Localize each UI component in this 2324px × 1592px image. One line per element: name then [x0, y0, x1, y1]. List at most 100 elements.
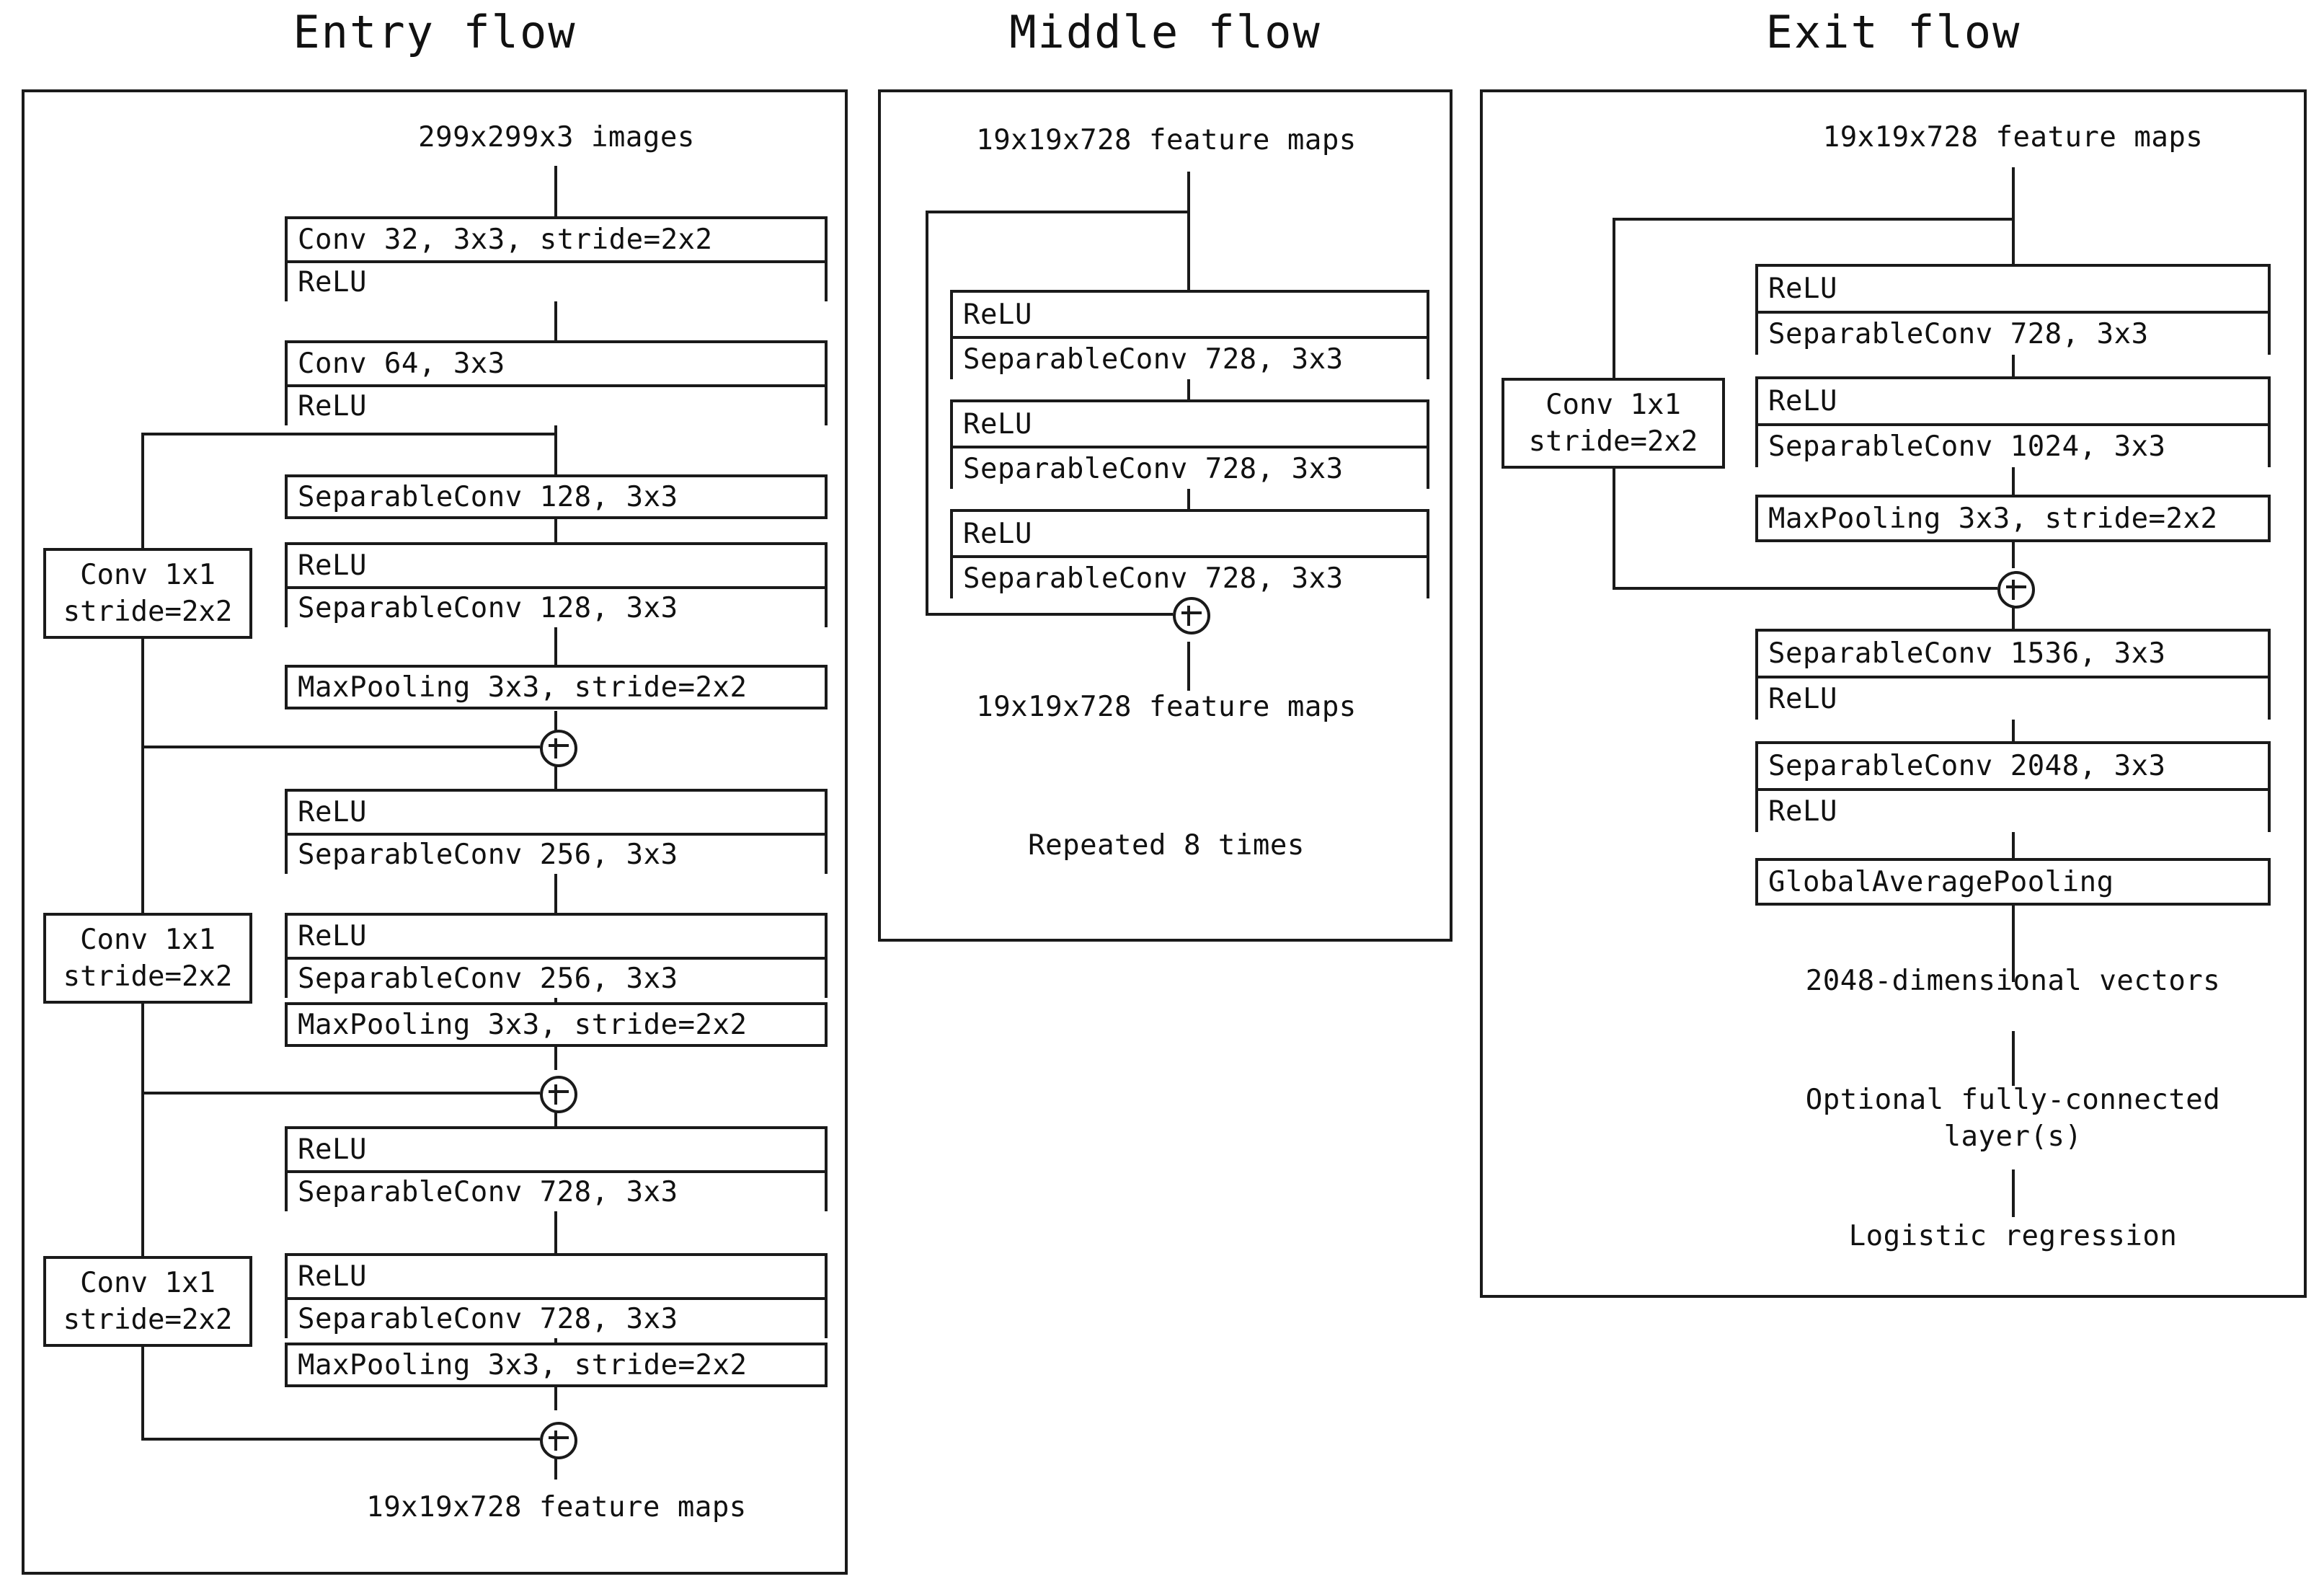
entry-connector — [554, 1099, 557, 1128]
layer-cell: ReLU — [288, 1256, 825, 1297]
entry-connector — [554, 763, 557, 792]
layer-block[interactable]: SeparableConv 2048, 3x3 ReLU — [1755, 741, 2271, 832]
entry-flow-output-caption: 19x19x728 feature maps — [366, 1491, 747, 1524]
layer-block[interactable]: MaxPooling 3x3, stride=2x2 — [285, 1002, 828, 1047]
entry-shortcut-rail-1 — [141, 433, 144, 551]
layer-block[interactable]: ReLU SeparableConv 728, 3x3 — [1755, 264, 2271, 355]
layer-cell: ReLU — [1758, 676, 2268, 720]
shortcut-line-2: stride=2x2 — [1528, 425, 1698, 458]
entry-shortcut-rail-1 — [141, 639, 144, 748]
shortcut-conv-block[interactable]: Conv 1x1 stride=2x2 — [43, 548, 252, 639]
entry-flow-input-caption: 299x299x3 images — [418, 121, 695, 154]
exit-shortcut-merge — [1613, 587, 1997, 590]
layer-block[interactable]: ReLU SeparableConv 728, 3x3 — [950, 290, 1429, 379]
middle-shortcut-merge — [926, 613, 1173, 616]
shortcut-line-2: stride=2x2 — [63, 1304, 233, 1336]
entry-shortcut-rail-2 — [141, 746, 144, 916]
exit-connector — [2012, 1169, 2015, 1217]
entry-connector — [554, 1047, 557, 1070]
entry-shortcut-branch-1 — [141, 433, 557, 435]
entry-connector — [554, 871, 557, 916]
middle-flow-input-caption: 19x19x728 feature maps — [976, 124, 1357, 156]
exit-connector — [2012, 904, 2015, 982]
layer-block[interactable]: ReLU SeparableConv 728, 3x3 — [950, 509, 1429, 598]
layer-block[interactable]: Conv 32, 3x3, stride=2x2 ReLU — [285, 216, 828, 301]
layer-cell: SeparableConv 728, 3x3 — [1758, 311, 2268, 355]
layer-cell: GlobalAveragePooling — [1758, 861, 2268, 903]
shortcut-line-1: Conv 1x1 — [80, 558, 216, 591]
layer-cell: ReLU — [288, 916, 825, 957]
entry-connector — [554, 711, 557, 734]
layer-cell: SeparableConv 1024, 3x3 — [1758, 423, 2268, 467]
entry-connector — [554, 624, 557, 668]
layer-block[interactable]: SeparableConv 128, 3x3 — [285, 474, 828, 519]
layer-cell: SeparableConv 128, 3x3 — [288, 586, 825, 627]
layer-cell: ReLU — [953, 512, 1427, 555]
entry-shortcut-merge-1 — [141, 746, 540, 748]
shortcut-line-1: Conv 1x1 — [1545, 388, 1681, 421]
exit-connector — [2012, 600, 2015, 632]
layer-cell: MaxPooling 3x3, stride=2x2 — [288, 1345, 825, 1384]
layer-cell: ReLU — [1758, 788, 2268, 832]
layer-block[interactable]: MaxPooling 3x3, stride=2x2 — [285, 665, 828, 709]
entry-connector — [554, 298, 557, 343]
layer-block[interactable]: ReLU SeparableConv 1024, 3x3 — [1755, 376, 2271, 467]
layer-cell: SeparableConv 728, 3x3 — [953, 336, 1427, 379]
exit-connector — [2012, 355, 2015, 388]
entry-shortcut-rail-3 — [141, 1092, 144, 1265]
layer-block[interactable]: ReLU SeparableConv 256, 3x3 — [285, 789, 828, 874]
exit-connector — [2012, 1031, 2015, 1086]
shortcut-line-1: Conv 1x1 — [80, 923, 216, 956]
layer-cell: ReLU — [288, 792, 825, 833]
exit-shortcut-branch — [1613, 218, 2015, 221]
entry-flow-title: Entry flow — [293, 6, 577, 58]
exit-connector — [2012, 718, 2015, 754]
exit-connector — [2012, 831, 2015, 861]
exit-flow-fc-caption: Optional fully-connected layer(s) — [1805, 1084, 2221, 1154]
layer-block[interactable]: Conv 64, 3x3 ReLU — [285, 340, 828, 425]
middle-shortcut-rail — [926, 211, 928, 616]
entry-connector — [554, 423, 557, 477]
layer-cell: ReLU — [288, 260, 825, 301]
layer-block[interactable]: ReLU SeparableConv 128, 3x3 — [285, 542, 828, 627]
exit-flow-final-caption: Logistic regression — [1848, 1220, 2178, 1252]
layer-block[interactable]: SeparableConv 1536, 3x3 ReLU — [1755, 629, 2271, 720]
residual-sum-node — [540, 730, 577, 767]
entry-connector — [554, 1439, 557, 1480]
exit-flow-input-caption: 19x19x728 feature maps — [1822, 121, 2204, 154]
middle-connector — [1187, 487, 1190, 521]
shortcut-conv-block[interactable]: Conv 1x1 stride=2x2 — [43, 1256, 252, 1347]
layer-cell: ReLU — [288, 1129, 825, 1170]
layer-cell: SeparableConv 2048, 3x3 — [1758, 744, 2268, 788]
entry-shortcut-rail-2 — [141, 1004, 144, 1094]
layer-cell: SeparableConv 728, 3x3 — [288, 1170, 825, 1211]
layer-block[interactable]: GlobalAveragePooling — [1755, 858, 2271, 906]
middle-shortcut-branch — [926, 211, 1190, 213]
entry-connector — [554, 1387, 557, 1410]
shortcut-line-2: stride=2x2 — [63, 596, 233, 628]
middle-connector — [1187, 172, 1190, 293]
layer-cell: SeparableConv 728, 3x3 — [953, 446, 1427, 489]
entry-shortcut-merge-3 — [141, 1438, 540, 1441]
layer-cell: SeparableConv 128, 3x3 — [288, 477, 825, 516]
shortcut-conv-block[interactable]: Conv 1x1 stride=2x2 — [1502, 378, 1725, 469]
layer-block[interactable]: ReLU SeparableConv 728, 3x3 — [285, 1253, 828, 1338]
middle-flow-repeat-note: Repeated 8 times — [1028, 829, 1305, 862]
layer-block[interactable]: ReLU SeparableConv 728, 3x3 — [950, 399, 1429, 489]
layer-cell: Conv 64, 3x3 — [288, 343, 825, 384]
middle-connector — [1187, 642, 1190, 691]
layer-cell: MaxPooling 3x3, stride=2x2 — [1758, 498, 2268, 539]
layer-cell: Conv 32, 3x3, stride=2x2 — [288, 219, 825, 260]
exit-shortcut-rail — [1613, 218, 1615, 381]
shortcut-line-1: Conv 1x1 — [80, 1266, 216, 1299]
layer-block[interactable]: MaxPooling 3x3, stride=2x2 — [1755, 495, 2271, 542]
layer-block[interactable]: ReLU SeparableConv 728, 3x3 — [285, 1126, 828, 1211]
layer-cell: ReLU — [953, 402, 1427, 446]
layer-block[interactable]: MaxPooling 3x3, stride=2x2 — [285, 1343, 828, 1387]
layer-block[interactable]: ReLU SeparableConv 256, 3x3 — [285, 913, 828, 998]
shortcut-conv-block[interactable]: Conv 1x1 stride=2x2 — [43, 913, 252, 1004]
entry-connector — [554, 166, 557, 219]
entry-shortcut-rail-3 — [141, 1347, 144, 1441]
exit-flow-vector-caption: 2048-dimensional vectors — [1805, 965, 2221, 997]
